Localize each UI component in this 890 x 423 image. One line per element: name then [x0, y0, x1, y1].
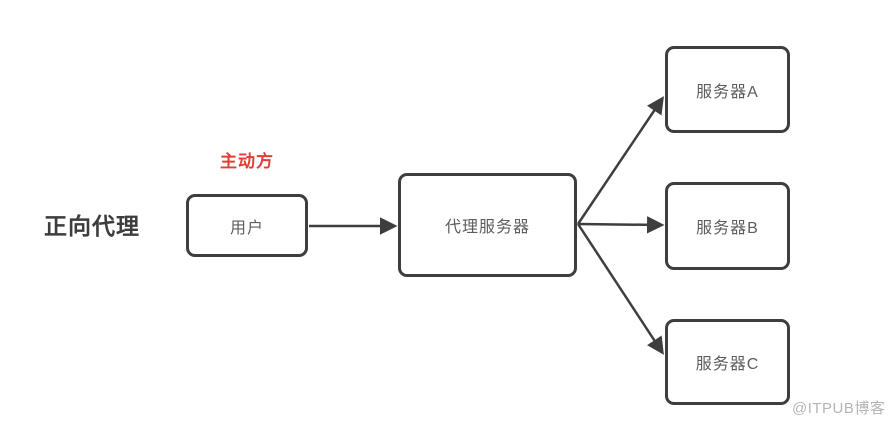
arrow-proxy-to-server-c: [576, 223, 664, 355]
node-server-a: 服务器A: [665, 46, 790, 133]
node-proxy-server: 代理服务器: [398, 173, 577, 277]
arrow-proxy-to-server-a: [576, 96, 664, 225]
diagram-title: 正向代理: [44, 213, 140, 239]
arrow-proxy-to-server-b: [577, 216, 665, 234]
watermark: @ITPUB博客: [792, 400, 886, 417]
node-user-label: 用户: [229, 219, 264, 237]
node-user: 用户: [186, 194, 308, 257]
node-server-c: 服务器C: [665, 319, 790, 405]
node-server-b: 服务器B: [665, 182, 790, 270]
node-server-a-label: 服务器A: [696, 83, 759, 101]
node-proxy-server-label: 代理服务器: [444, 219, 530, 236]
active-party-label: 主动方: [220, 152, 274, 171]
node-server-b-label: 服务器B: [696, 220, 759, 237]
node-server-c-label: 服务器C: [695, 356, 760, 373]
